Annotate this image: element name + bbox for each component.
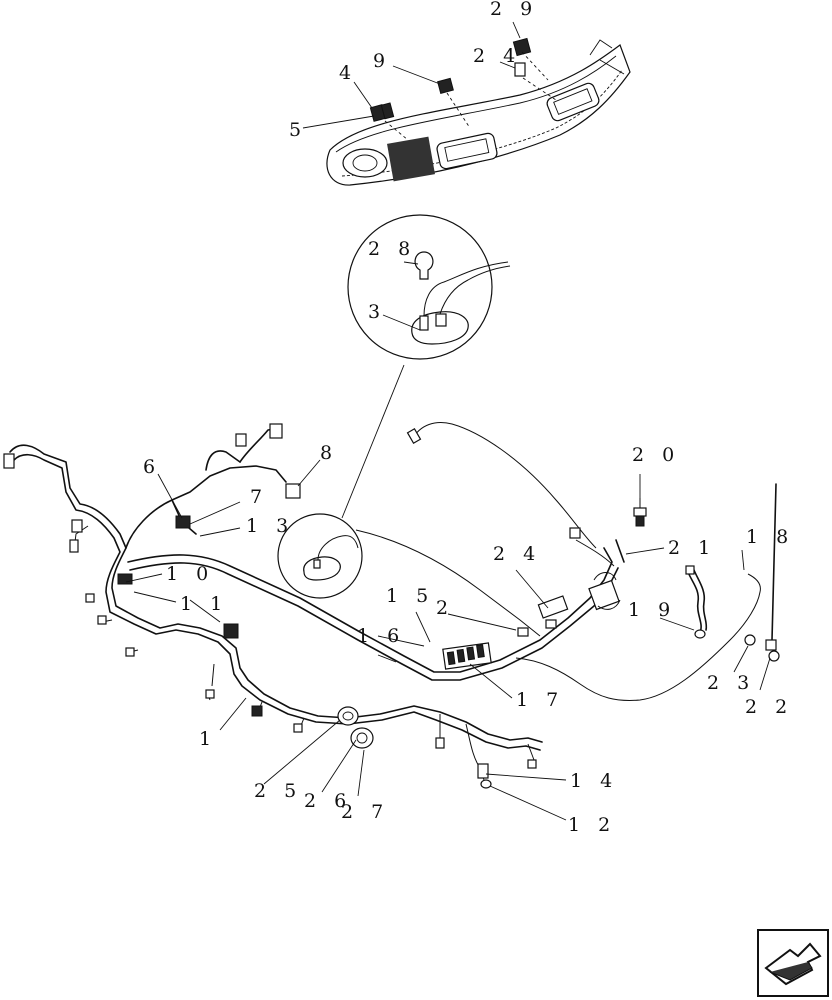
callout-3: 3 xyxy=(368,301,386,323)
callout-23: 2 3 xyxy=(707,672,755,694)
callout-16: 1 6 xyxy=(357,625,405,647)
callout-2: 2 xyxy=(436,597,454,619)
callout-19: 1 9 xyxy=(628,599,676,621)
callout-10: 1 0 xyxy=(166,563,214,585)
switch-20 xyxy=(633,498,647,527)
callout-labels: 2 9 9 2 4 4 5 2 8 3 8 6 7 1 3 2 0 1 0 1 … xyxy=(143,0,794,836)
right-side-parts xyxy=(615,483,780,662)
callout-22: 2 2 xyxy=(745,696,793,718)
lamp-location-detail xyxy=(277,513,363,599)
callout-26: 2 6 xyxy=(304,790,352,812)
callout-24b: 2 4 xyxy=(493,543,541,565)
switch-parts xyxy=(369,37,532,122)
roof-console-assembly xyxy=(326,39,631,186)
callout-18: 1 8 xyxy=(746,526,794,548)
next-page-arrow-icon[interactable] xyxy=(757,929,829,997)
fuse-21 xyxy=(615,539,625,563)
callout-7: 7 xyxy=(250,486,268,508)
callout-13: 1 3 xyxy=(246,515,294,537)
top-leaders xyxy=(302,21,557,141)
callout-11: 1 1 xyxy=(180,593,228,615)
callout-12: 1 2 xyxy=(568,814,616,836)
callout-14: 1 4 xyxy=(570,770,618,792)
callout-5: 5 xyxy=(289,119,307,141)
callout-20: 2 0 xyxy=(632,444,680,466)
ground-strap-19 xyxy=(685,565,708,639)
antenna-22 xyxy=(765,483,780,662)
detail-connector-line xyxy=(341,364,405,519)
harness-connectors xyxy=(3,423,621,789)
callout-27: 2 7 xyxy=(341,801,389,823)
dome-lamp-detail xyxy=(347,214,511,360)
callout-9: 9 xyxy=(373,50,391,72)
callout-17: 1 7 xyxy=(516,689,564,711)
callout-6: 6 xyxy=(143,456,161,478)
callout-leaders xyxy=(125,459,745,821)
callout-21: 2 1 xyxy=(668,537,716,559)
relay-cluster xyxy=(537,572,621,619)
callout-15: 1 5 xyxy=(386,585,434,607)
callout-4: 4 xyxy=(339,62,357,84)
main-wiring-harness xyxy=(9,422,761,781)
callout-29: 2 9 xyxy=(490,0,538,20)
callout-8: 8 xyxy=(320,442,338,464)
fuse-block xyxy=(442,642,492,670)
nut-23 xyxy=(744,634,756,646)
callout-25: 2 5 xyxy=(254,780,302,802)
callout-1: 1 xyxy=(199,728,217,750)
callout-28: 2 8 xyxy=(368,238,416,260)
callout-24a: 2 4 xyxy=(473,45,521,67)
